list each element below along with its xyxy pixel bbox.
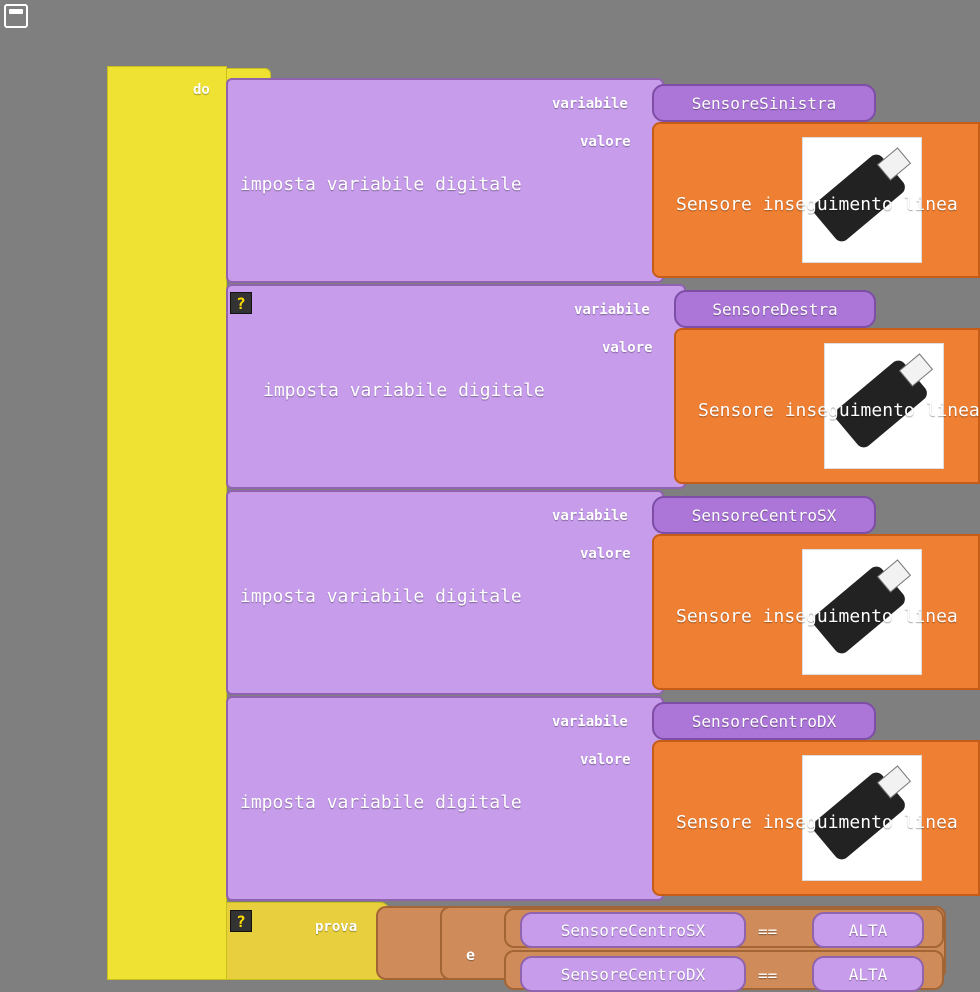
value-label-2: valore xyxy=(602,340,653,356)
variable-pill-4[interactable]: SensoreCentroDX xyxy=(652,702,876,740)
sensor-label-2: Sensore inseguimento linea xyxy=(698,400,980,421)
set-variable-block-1[interactable] xyxy=(226,78,664,283)
line-sensor-image-1 xyxy=(802,137,922,263)
condition-variable-1[interactable]: SensoreCentroSX xyxy=(520,912,746,948)
set-variable-block-3[interactable] xyxy=(226,490,664,695)
variable-label-4: variabile xyxy=(552,714,628,730)
sensor-label-3: Sensore inseguimento linea xyxy=(676,606,958,627)
sensor-label-4: Sensore inseguimento linea xyxy=(676,812,958,833)
line-sensor-image-3 xyxy=(802,549,922,675)
line-sensor-image-2 xyxy=(824,343,944,469)
line-sensor-image-4 xyxy=(802,755,922,881)
variable-label-2: variabile xyxy=(574,302,650,318)
value-label-4: valore xyxy=(580,752,631,768)
and-label: e xyxy=(466,946,476,964)
condition-operator-1: == xyxy=(758,922,778,941)
condition-value-1[interactable]: ALTA xyxy=(812,912,924,948)
variable-label-3: variabile xyxy=(552,508,628,524)
variable-label-1: variabile xyxy=(552,96,628,112)
help-icon[interactable]: ? xyxy=(230,910,252,932)
do-label: do xyxy=(193,82,210,98)
do-block[interactable] xyxy=(107,66,227,980)
set-variable-label-1: imposta variabile digitale xyxy=(240,174,522,195)
variable-pill-1[interactable]: SensoreSinistra xyxy=(652,84,876,122)
variable-pill-3[interactable]: SensoreCentroSX xyxy=(652,496,876,534)
condition-value-2[interactable]: ALTA xyxy=(812,956,924,992)
condition-variable-2[interactable]: SensoreCentroDX xyxy=(520,956,746,992)
value-label-1: valore xyxy=(580,134,631,150)
set-variable-block-4[interactable] xyxy=(226,696,664,901)
sensor-label-1: Sensore inseguimento linea xyxy=(676,194,958,215)
variable-pill-2[interactable]: SensoreDestra xyxy=(674,290,876,328)
value-label-3: valore xyxy=(580,546,631,562)
condition-operator-2: == xyxy=(758,966,778,985)
set-variable-label-4: imposta variabile digitale xyxy=(240,792,522,813)
if-block[interactable] xyxy=(226,902,390,980)
window-toggle-icon[interactable] xyxy=(4,4,28,28)
help-icon[interactable]: ? xyxy=(230,292,252,314)
set-variable-label-2: imposta variabile digitale xyxy=(263,380,545,401)
if-label: prova xyxy=(315,919,358,935)
set-variable-label-3: imposta variabile digitale xyxy=(240,586,522,607)
